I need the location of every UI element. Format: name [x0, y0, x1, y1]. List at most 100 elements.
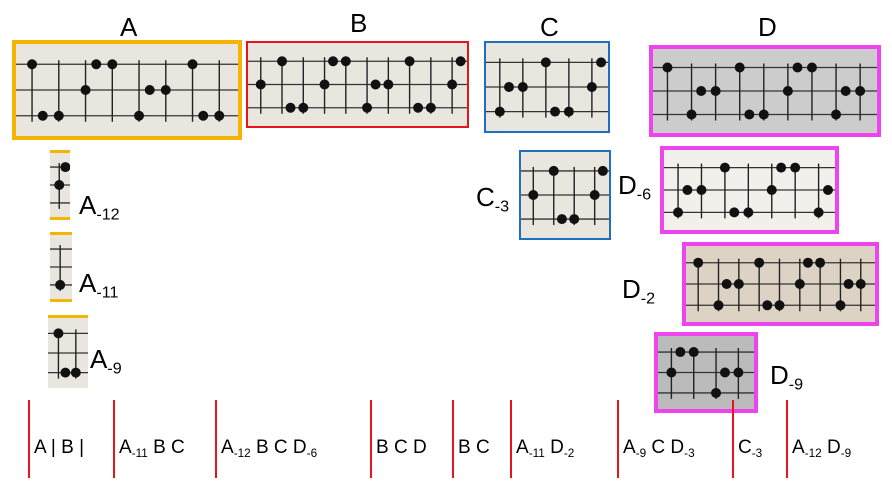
- note-dot: [383, 79, 394, 90]
- note-dot: [425, 102, 436, 113]
- snippet-c: [484, 41, 610, 133]
- segment-text: D: [821, 437, 841, 458]
- note-dot: [782, 86, 793, 96]
- segment-text: A | B |: [34, 437, 85, 458]
- note-dot: [662, 62, 673, 73]
- subscript: -11: [131, 447, 148, 461]
- note-dot: [597, 165, 608, 176]
- sequence-segment: B C D: [376, 437, 427, 459]
- note-dot: [54, 180, 65, 190]
- note-dot: [696, 86, 707, 96]
- staff-notation: [664, 162, 835, 219]
- segment-text: A: [623, 437, 636, 458]
- staff-notation: [16, 59, 238, 122]
- separator-line: [370, 400, 372, 478]
- note-dot: [556, 214, 567, 225]
- separator-line: [215, 400, 217, 478]
- note-dot: [517, 82, 528, 92]
- note-dot: [447, 79, 458, 90]
- note-dot: [37, 110, 48, 121]
- note-dot: [813, 207, 824, 218]
- subscript: -3: [751, 447, 763, 461]
- staff-notation: [50, 162, 70, 209]
- note-dot: [328, 56, 339, 67]
- note-dot: [794, 279, 805, 289]
- note-dot: [743, 207, 754, 218]
- sequence-segment: A | B |: [34, 437, 84, 459]
- note-dot: [569, 214, 580, 225]
- staff-notation: [50, 245, 72, 291]
- note-dot: [710, 86, 721, 96]
- note-dot: [688, 347, 699, 358]
- separator-line: [452, 400, 454, 478]
- label-c-3: C-3: [476, 182, 510, 216]
- snippet-c-3: [519, 150, 611, 240]
- snippet-d-9: [654, 332, 758, 413]
- note-dot: [696, 185, 707, 195]
- snippet-a-12: [50, 150, 70, 220]
- note-dot: [589, 190, 600, 200]
- note-dot: [666, 367, 677, 378]
- snippet-b: [246, 41, 469, 128]
- note-dot: [815, 257, 826, 268]
- note-dot: [55, 279, 66, 290]
- note-dot: [540, 57, 551, 68]
- note-dot: [673, 207, 684, 218]
- header-d: D: [758, 12, 777, 42]
- note-dot: [586, 82, 597, 92]
- note-dot: [744, 109, 755, 120]
- note-dot: [70, 367, 81, 378]
- note-dot: [548, 165, 559, 176]
- note-dot: [455, 56, 466, 67]
- note-dot: [563, 106, 574, 117]
- note-dot: [855, 86, 866, 96]
- staff-notation: [486, 57, 608, 118]
- note-dot: [550, 106, 561, 117]
- note-dot: [160, 85, 171, 95]
- separator-line: [113, 400, 115, 478]
- segment-text: B C D: [250, 437, 307, 458]
- snippet-d: [649, 45, 881, 137]
- subscript: -3: [684, 447, 695, 461]
- label-a-9: A-9: [90, 344, 122, 378]
- sequence-segment: B C: [458, 437, 490, 459]
- subscript: -12: [804, 447, 822, 461]
- note-dot: [504, 82, 515, 92]
- header-c: C: [540, 12, 559, 42]
- note-dot: [792, 62, 803, 73]
- note-dot: [693, 257, 704, 268]
- note-dot: [255, 79, 266, 90]
- staff-notation: [686, 257, 875, 312]
- segment-text: D: [544, 437, 564, 458]
- snippet-a: [12, 40, 242, 140]
- segment-text: B C: [147, 437, 185, 458]
- note-dot: [713, 300, 724, 311]
- note-dot: [802, 257, 813, 268]
- note-dot: [766, 185, 777, 195]
- staff-notation: [248, 56, 467, 114]
- note-dot: [719, 367, 730, 378]
- segment-text: A: [516, 437, 529, 458]
- staff-notation: [653, 62, 877, 121]
- sequence-segment: A-11 B C: [119, 437, 185, 460]
- subscript: -2: [563, 447, 575, 461]
- note-dot: [362, 102, 373, 113]
- separator-line: [617, 400, 619, 478]
- separator-line: [28, 400, 30, 478]
- note-dot: [494, 106, 505, 117]
- note-dot: [831, 109, 842, 120]
- note-dot: [729, 207, 740, 218]
- label-d-2: D-2: [622, 274, 656, 308]
- label-a-11: A-11: [79, 268, 119, 302]
- segment-text: A: [792, 437, 805, 458]
- note-dot: [675, 347, 686, 358]
- segment-text: B C: [458, 437, 490, 458]
- note-dot: [840, 86, 851, 96]
- note-dot: [733, 367, 744, 378]
- staff-notation: [658, 347, 754, 399]
- note-dot: [277, 56, 288, 67]
- note-dot: [758, 109, 769, 120]
- sequence-segment: A-9 C D-3: [623, 437, 695, 460]
- note-dot: [60, 162, 70, 173]
